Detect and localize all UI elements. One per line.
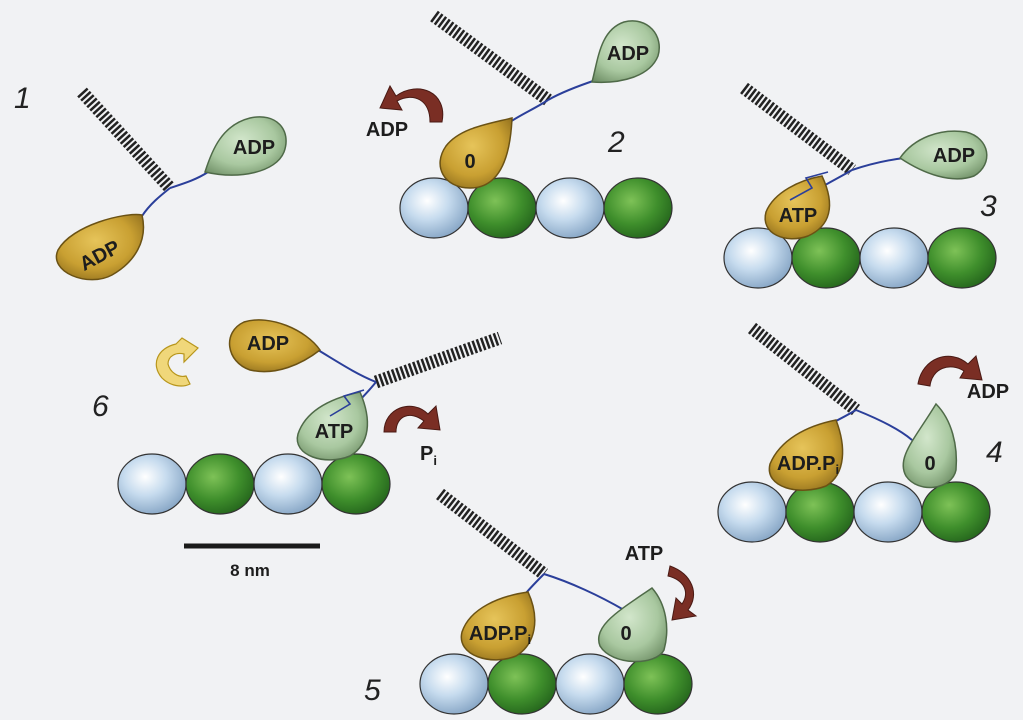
binding-label: ATP [625, 543, 664, 565]
myosin-head-gold [768, 419, 844, 491]
actin-filament [399, 177, 673, 239]
step-number-5: 5 [364, 674, 381, 707]
coiled-coil [373, 331, 503, 389]
coiled-coil [430, 10, 552, 106]
step-number-6: 6 [92, 390, 109, 423]
head-label: ADP.Pi [777, 453, 839, 477]
coiled-coil [436, 488, 548, 580]
myosin-head-green [296, 391, 369, 461]
linker [855, 409, 913, 441]
myosin-head-green [902, 402, 958, 489]
linker [329, 389, 365, 417]
actin-monomer-blue [117, 453, 187, 515]
step-number-3: 3 [980, 190, 997, 223]
actin-monomer-blue [859, 227, 929, 289]
head-label: ADP.Pi [469, 623, 531, 647]
head-label: ADP [247, 333, 289, 355]
linker [543, 573, 625, 611]
myosin-head-gold [439, 117, 513, 189]
linker [509, 99, 549, 123]
coiled-coil [747, 322, 861, 416]
actin-filament [717, 481, 991, 543]
linker [851, 157, 905, 171]
actin-monomer-green [921, 481, 991, 543]
head-label: ATP [315, 421, 354, 443]
release-arrow [379, 84, 444, 123]
step-2: 0 ADP ADP 2 [366, 10, 673, 239]
release-arrow [383, 404, 441, 433]
release-label: ADP [967, 381, 1009, 403]
head-label: ADP [607, 43, 649, 65]
actin-monomer-green [185, 453, 255, 515]
actin-monomer-blue [419, 653, 489, 715]
actin-monomer-blue [717, 481, 787, 543]
head-label: ATP [779, 205, 818, 227]
step-6: ATP ADP Pi 6 [92, 319, 503, 515]
myosin-head-gold [228, 319, 322, 373]
actin-monomer-blue [555, 653, 625, 715]
myosin-head-green [591, 20, 660, 84]
head-label: ADP [233, 137, 275, 159]
actin-filament [723, 227, 997, 289]
myosin-head-green [898, 130, 988, 180]
release-label: Pi [420, 443, 437, 468]
step-4: ADP.Pi 0 ADP 4 [717, 322, 1009, 543]
actin-monomer-green [785, 481, 855, 543]
myosin-head-green [204, 116, 287, 176]
myosin-head-gold [460, 591, 536, 661]
binding-arrow [667, 565, 698, 621]
actin-monomer-green [487, 653, 557, 715]
step-number-2: 2 [607, 126, 625, 159]
step-5: ADP.Pi 0 ATP 5 [364, 488, 698, 715]
head-label: 0 [464, 151, 475, 173]
linker [141, 187, 171, 217]
actin-filament [117, 453, 391, 515]
head-label: 0 [924, 453, 935, 475]
step-number-1: 1 [14, 82, 31, 115]
actin-monomer-green [927, 227, 997, 289]
recovery-arrow [155, 337, 199, 387]
scale-bar-label: 8 nm [230, 561, 270, 580]
actin-monomer-green [623, 653, 693, 715]
coiled-coil [77, 87, 175, 193]
actin-monomer-green [603, 177, 673, 239]
head-label: ADP [933, 145, 975, 167]
release-arrow [917, 355, 983, 387]
linker [169, 171, 209, 189]
scale-bar: 8 nm [184, 543, 320, 580]
step-number-4: 4 [986, 436, 1003, 469]
linker [789, 171, 829, 201]
step-1: 1 ADP ADP [14, 82, 287, 281]
myosin-head-green [597, 587, 668, 663]
myosin-head-gold [55, 213, 145, 281]
step-3: ATP ADP 3 [723, 82, 997, 289]
actin-monomer-blue [853, 481, 923, 543]
release-label: ADP [366, 119, 408, 141]
linker [547, 79, 597, 101]
actin-monomer-blue [535, 177, 605, 239]
actin-monomer-blue [253, 453, 323, 515]
actin-filament [419, 653, 693, 715]
myosin-head-gold [764, 175, 831, 240]
coiled-coil [740, 82, 856, 176]
actin-monomer-green [321, 453, 391, 515]
linker [317, 349, 377, 383]
head-label: 0 [620, 623, 631, 645]
